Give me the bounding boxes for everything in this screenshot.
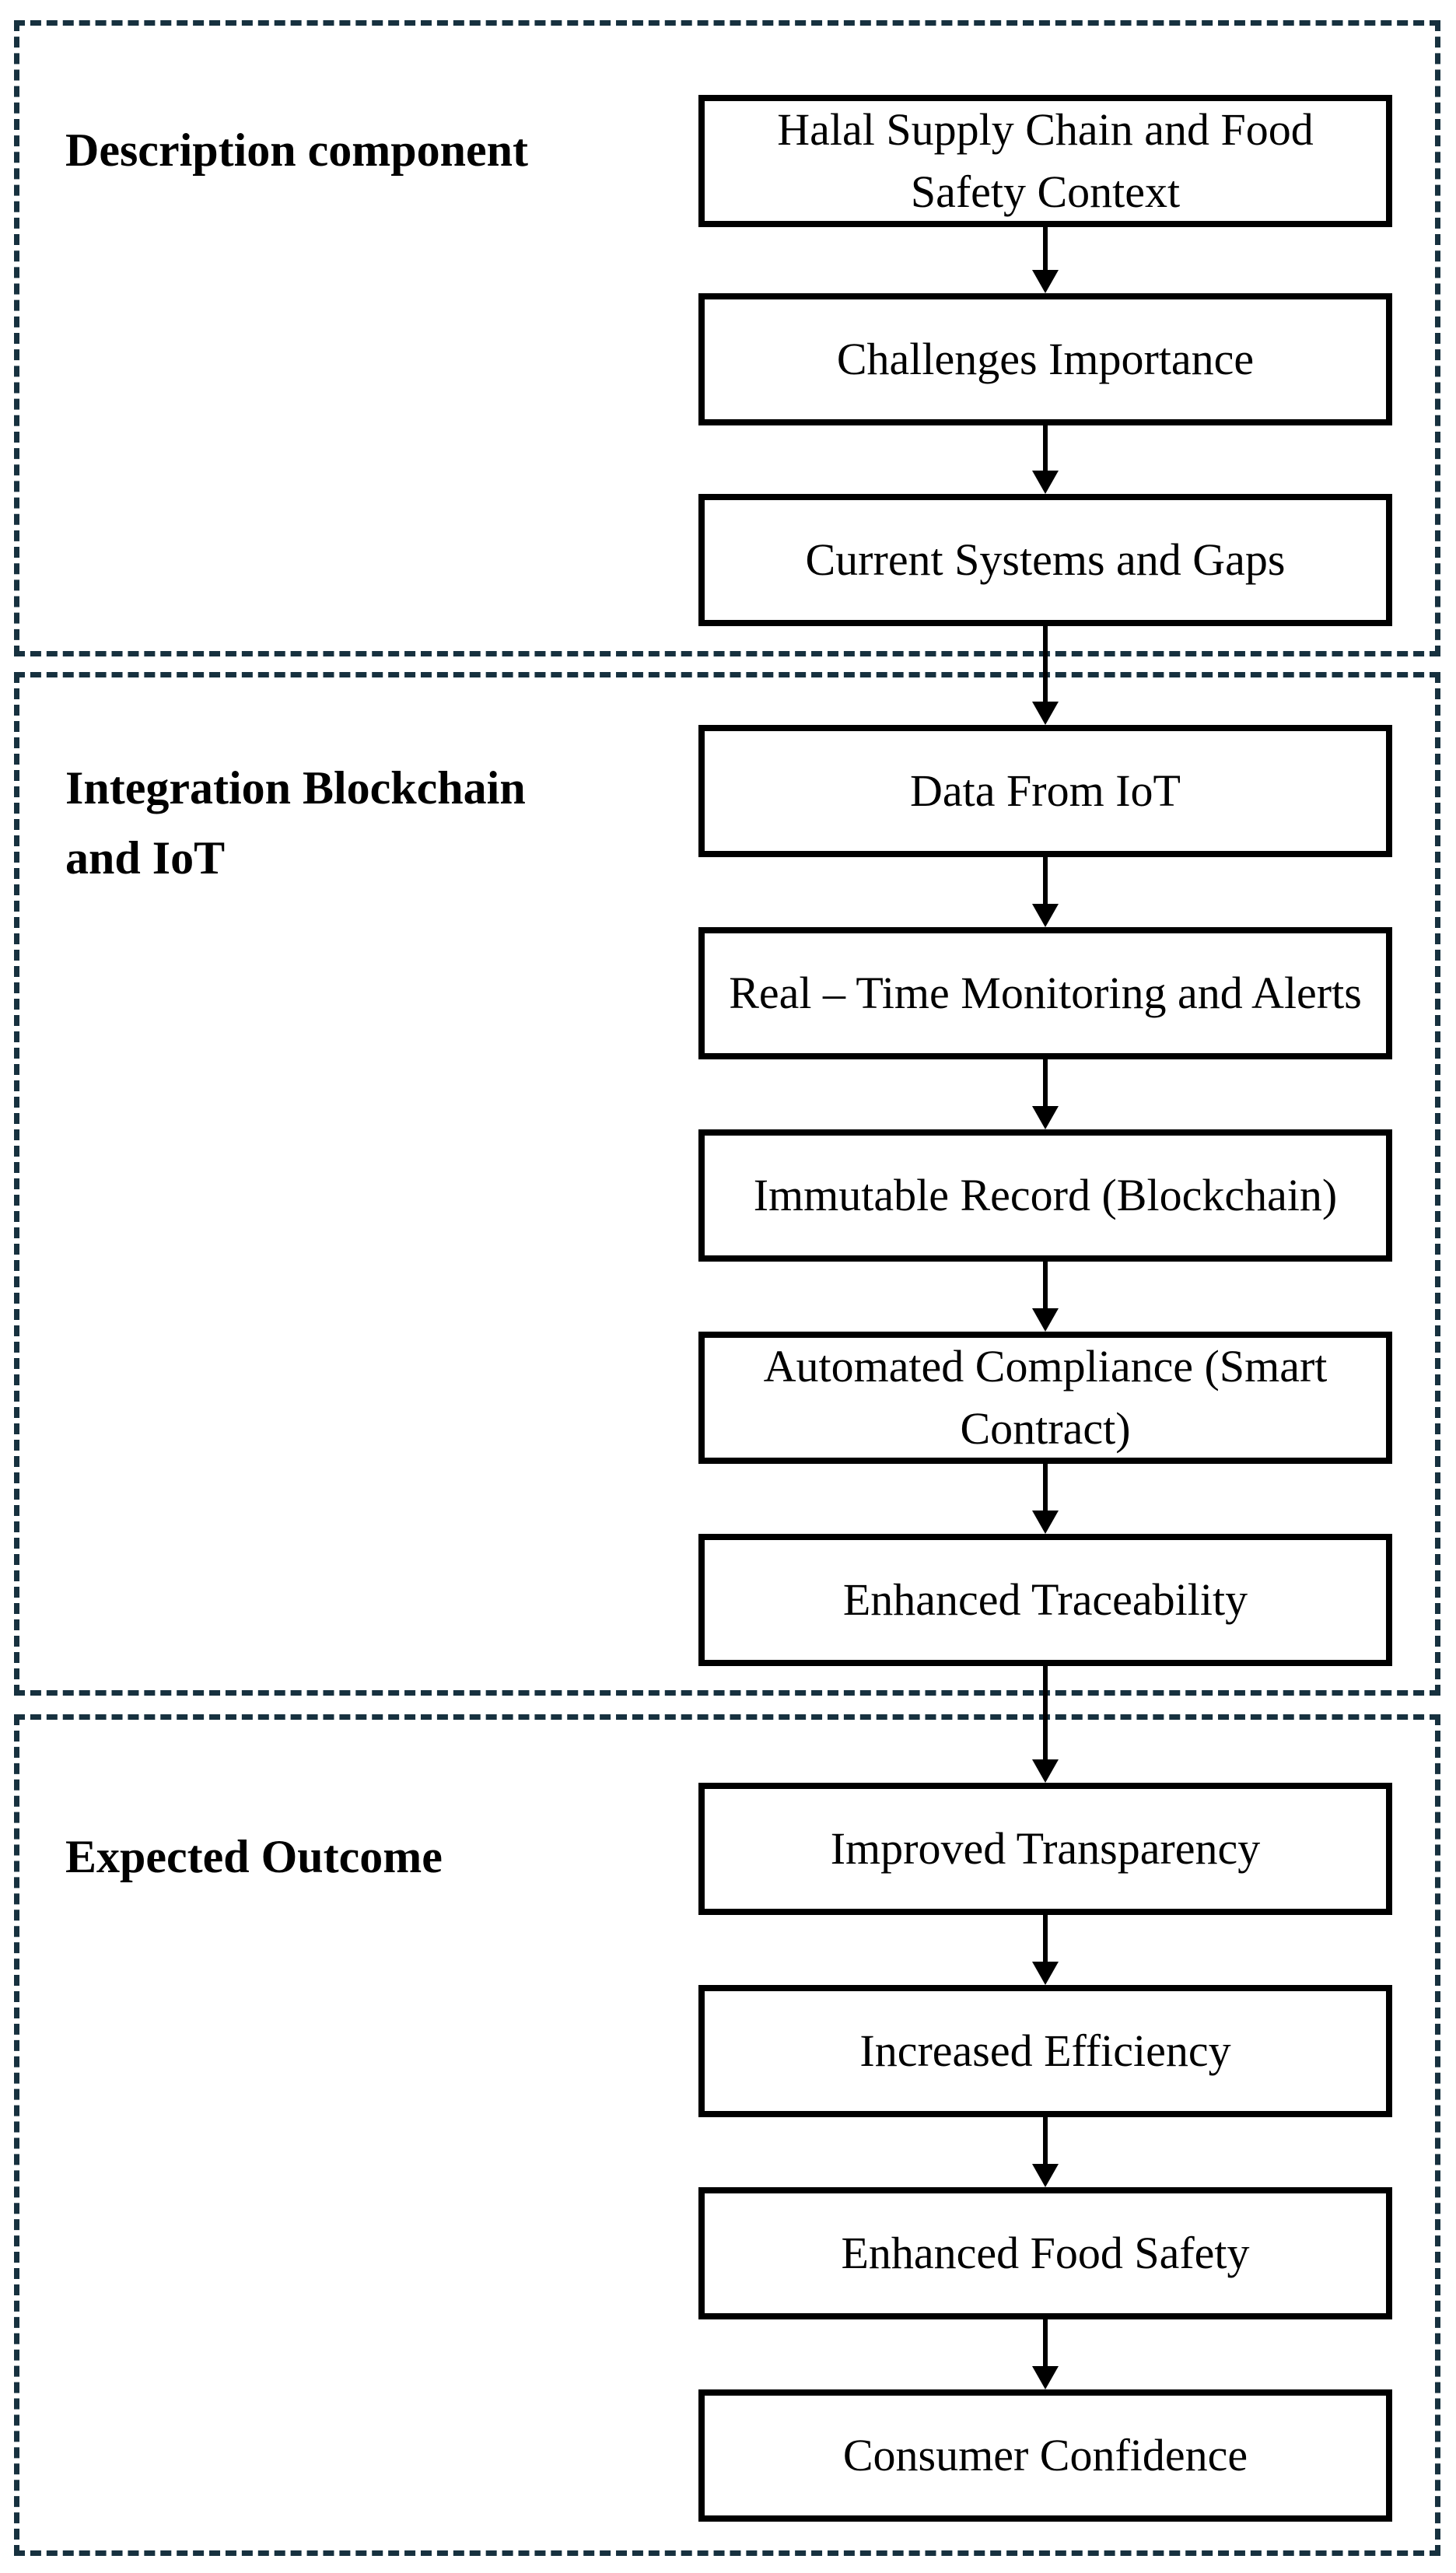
arrow-head xyxy=(1032,904,1059,927)
flow-box-data-from-iot: Data From IoT xyxy=(698,725,1392,857)
flow-box-current-systems-gaps: Current Systems and Gaps xyxy=(698,494,1392,626)
flow-box-challenges-importance: Challenges Importance xyxy=(698,293,1392,425)
arrow-shaft xyxy=(1043,1059,1048,1108)
down-arrow-icon xyxy=(1032,425,1059,494)
arrow-shaft xyxy=(1043,1464,1048,1512)
down-arrow-icon xyxy=(1032,1059,1059,1129)
flow-box-enhanced-traceability: Enhanced Traceability xyxy=(698,1534,1392,1666)
flow-box-real-time-monitoring-alerts: Real – Time Monitoring and Alerts xyxy=(698,927,1392,1059)
arrow-head xyxy=(1032,1962,1059,1985)
section-frame-expected-outcome xyxy=(14,1714,1440,2556)
flow-box-consumer-confidence: Consumer Confidence xyxy=(698,2389,1392,2522)
arrow-shaft xyxy=(1043,425,1048,472)
arrow-head xyxy=(1032,471,1059,494)
arrow-shaft xyxy=(1043,1666,1048,1761)
arrow-head xyxy=(1032,1308,1059,1332)
section-frame-description-component xyxy=(14,20,1440,656)
arrow-shaft xyxy=(1043,2319,1048,2368)
arrow-shaft xyxy=(1043,2117,1048,2165)
down-arrow-icon xyxy=(1032,1262,1059,1332)
down-arrow-icon-section-crossing xyxy=(1032,626,1059,725)
section-frame-integration-blockchain-iot xyxy=(14,672,1440,1696)
flow-box-automated-compliance-smart-contract: Automated Compliance (Smart Contract) xyxy=(698,1332,1392,1464)
arrow-shaft xyxy=(1043,1262,1048,1310)
flow-box-increased-efficiency: Increased Efficiency xyxy=(698,1985,1392,2117)
arrow-shaft xyxy=(1043,227,1048,271)
section-label-description-component: Description component xyxy=(65,124,528,176)
section-label-integration-blockchain-iot: Integration Blockchain and IoT xyxy=(65,762,526,884)
down-arrow-icon xyxy=(1032,2117,1059,2187)
down-arrow-icon xyxy=(1032,227,1059,293)
arrow-shaft xyxy=(1043,856,1048,905)
flow-box-halal-supply-chain-context: Halal Supply Chain and Food Safety Conte… xyxy=(698,95,1392,227)
arrow-shaft xyxy=(1043,1915,1048,1963)
arrow-head xyxy=(1032,2164,1059,2187)
arrow-head xyxy=(1032,1511,1059,1534)
down-arrow-icon xyxy=(1032,1915,1059,1985)
down-arrow-icon xyxy=(1032,856,1059,927)
flow-box-improved-transparency: Improved Transparency xyxy=(698,1783,1392,1915)
down-arrow-icon xyxy=(1032,1464,1059,1534)
down-arrow-icon-section-crossing xyxy=(1032,1666,1059,1783)
flow-box-enhanced-food-safety: Enhanced Food Safety xyxy=(698,2187,1392,2319)
arrow-shaft xyxy=(1043,626,1048,703)
arrow-head xyxy=(1032,1106,1059,1129)
arrow-head xyxy=(1032,1759,1059,1783)
section-label-expected-outcome: Expected Outcome xyxy=(65,1831,443,1882)
flow-box-immutable-record-blockchain: Immutable Record (Blockchain) xyxy=(698,1129,1392,1262)
arrow-head xyxy=(1032,2366,1059,2389)
arrow-head xyxy=(1032,702,1059,725)
down-arrow-icon xyxy=(1032,2319,1059,2389)
arrow-head xyxy=(1032,270,1059,293)
